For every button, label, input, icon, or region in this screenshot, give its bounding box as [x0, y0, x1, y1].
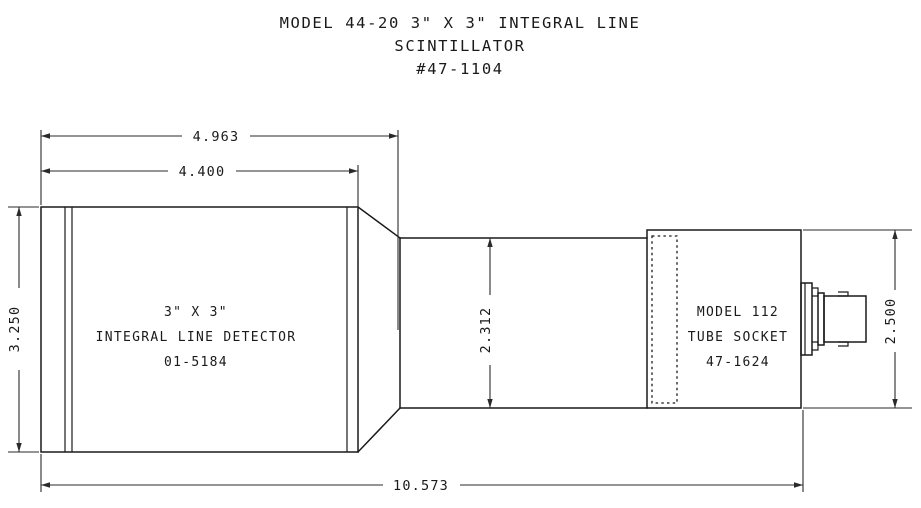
dimension-2500: 2.500	[803, 229, 912, 409]
connector-inner-plate	[817, 292, 825, 346]
tube-socket-outline	[646, 229, 802, 409]
socket-hidden-detail	[651, 235, 678, 404]
socket-label-line-3: 47-1624	[706, 355, 770, 370]
dim-label-4963: 4.963	[193, 129, 240, 145]
connector-tab-bottom	[812, 341, 819, 351]
detector-label-line-2: INTEGRAL LINE DETECTOR	[96, 330, 297, 345]
dimension-4400: 4.400	[41, 164, 359, 260]
taper-bottom-edge	[356, 406, 402, 454]
connector-tab-top	[812, 287, 819, 297]
socket-label-line-2: TUBE SOCKET	[688, 330, 788, 345]
socket-label-line-1: MODEL 112	[697, 305, 779, 320]
title-line-3: #47-1104	[416, 60, 503, 78]
dim-label-4400: 4.400	[179, 164, 226, 180]
title-block: MODEL 44-20 3" X 3" INTEGRAL LINE SCINTI…	[280, 14, 641, 78]
dimension-4963: 4.963	[40, 129, 399, 330]
dimension-10573: 10.573	[40, 410, 804, 494]
connector-key-bottom	[838, 341, 849, 347]
tube-socket-label-group: MODEL 112 TUBE SOCKET 47-1624	[688, 305, 788, 370]
connector-key-top	[838, 291, 849, 297]
dimension-3250: 3.250	[7, 206, 39, 453]
connector-body	[823, 295, 867, 343]
dim-label-2312: 2.312	[478, 307, 494, 354]
part-outlines	[40, 205, 867, 454]
connector-flange-plate	[800, 282, 813, 356]
title-line-2: SCINTILLATOR	[394, 37, 525, 55]
title-line-1: MODEL 44-20 3" X 3" INTEGRAL LINE	[280, 14, 641, 32]
detector-body-label-group: 3" X 3" INTEGRAL LINE DETECTOR 01-5184	[96, 305, 297, 370]
detector-label-line-3: 01-5184	[164, 355, 228, 370]
dim-label-10573: 10.573	[393, 478, 449, 494]
dim-label-3250: 3.250	[7, 306, 23, 353]
dimension-2312: 2.312	[478, 238, 494, 408]
dim-label-2500: 2.500	[883, 298, 899, 345]
taper-top-edge	[356, 205, 402, 240]
detector-label-line-1: 3" X 3"	[164, 305, 228, 320]
